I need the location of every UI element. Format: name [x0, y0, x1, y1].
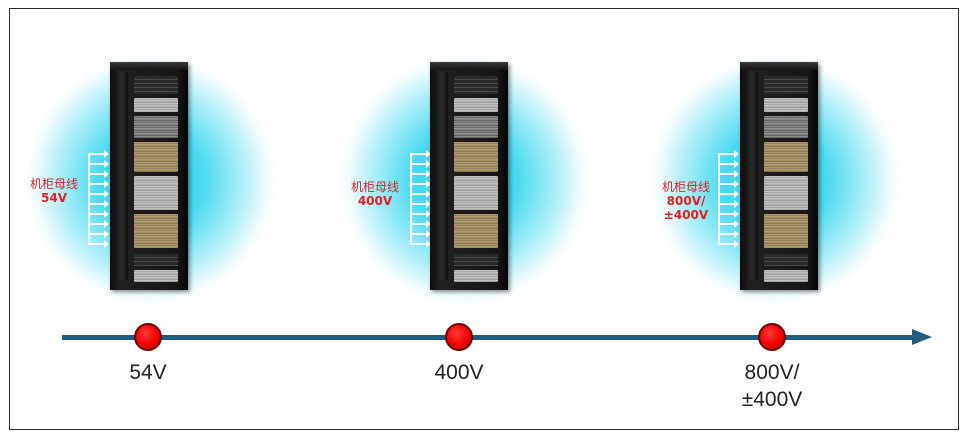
- server-rack-1: [110, 62, 188, 290]
- bus-label-voltage: 400V: [357, 194, 393, 208]
- bus-arrows-2: [410, 150, 431, 248]
- timeline-marker-3: [758, 323, 786, 351]
- bus-arrows-1: [88, 150, 109, 248]
- timeline-marker-1: [134, 323, 162, 351]
- bus-voltage-label-1: 机柜母线 54V: [24, 177, 84, 205]
- bus-label-voltage: 800V/: [666, 194, 706, 208]
- timeline-label-2: 400V: [434, 361, 484, 384]
- bus-label-title: 机柜母线: [661, 180, 710, 194]
- bus-label-title: 机柜母线: [350, 180, 399, 194]
- timeline-marker-2: [445, 323, 473, 351]
- timeline-label-3: 800V/ ±400V: [741, 361, 803, 411]
- bus-voltage-label-3: 机柜母线 800V/ ±400V: [656, 180, 716, 222]
- bus-label-voltage: 54V: [41, 191, 67, 205]
- timeline-arrow-shaft: [62, 335, 914, 340]
- bus-label-voltage-alt: ±400V: [663, 208, 709, 222]
- bus-voltage-label-2: 机柜母线 400V: [345, 180, 405, 208]
- bus-label-title: 机柜母线: [29, 177, 78, 191]
- server-rack-2: [430, 62, 508, 290]
- timeline-arrow-head: [912, 329, 932, 345]
- server-rack-3: [740, 62, 818, 290]
- bus-arrows-3: [718, 150, 739, 248]
- timeline-label-1: 54V: [129, 361, 167, 384]
